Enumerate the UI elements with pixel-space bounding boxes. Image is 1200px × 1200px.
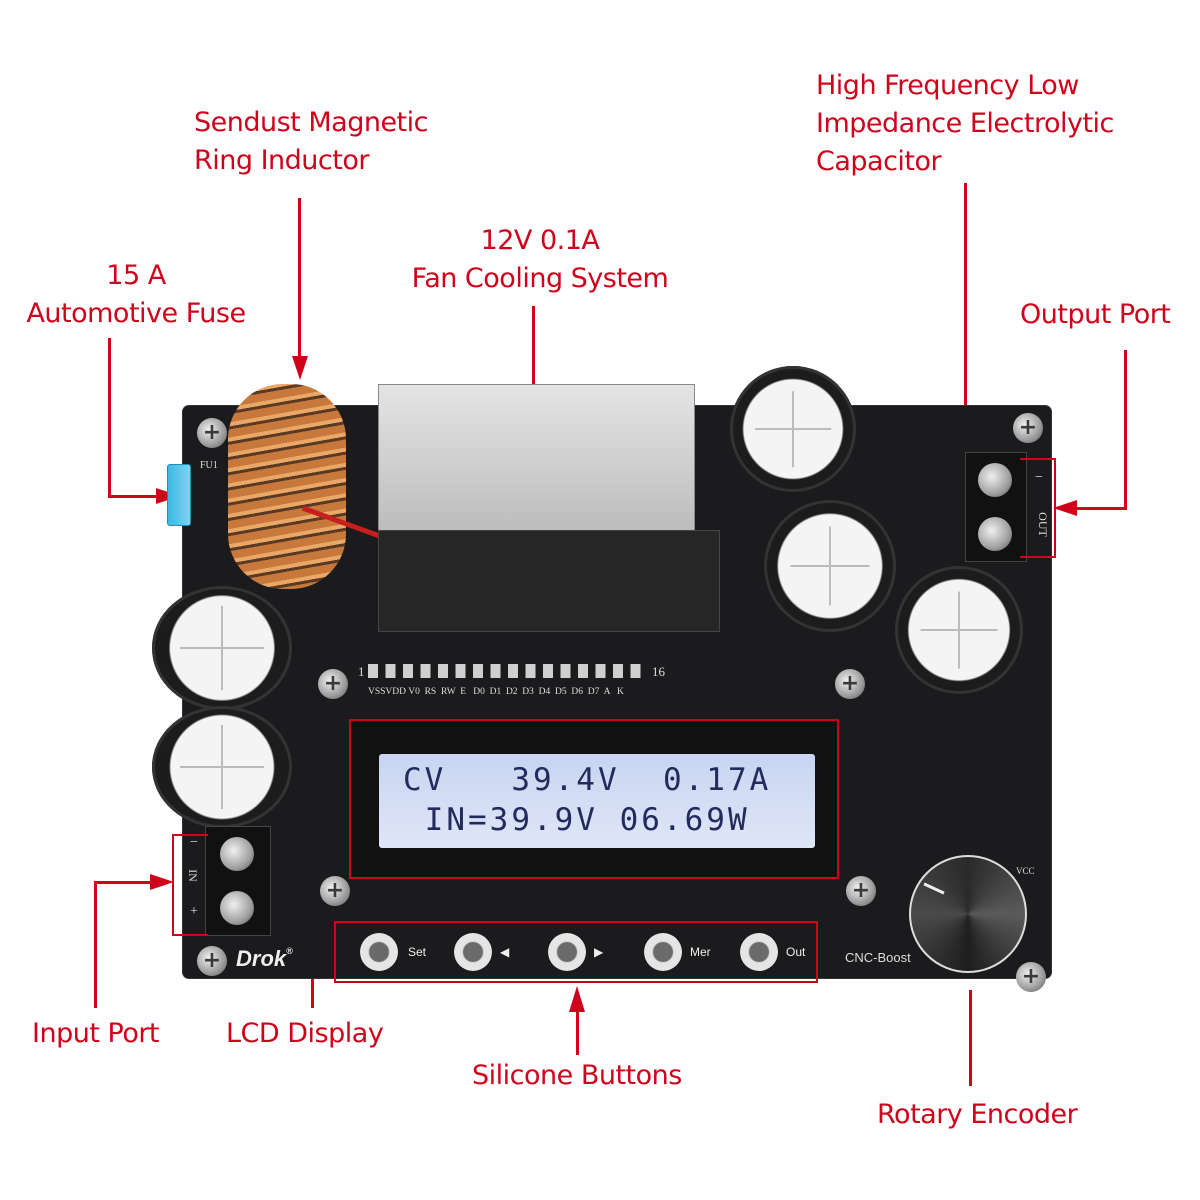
lcd-screw-icon [318,669,348,699]
capacitor-label-line1: High Frequency Low [816,70,1079,101]
electrolytic-capacitor-icon [764,500,896,632]
brand-registered-mark: ® [286,946,293,956]
lcd-pin-header [368,664,648,678]
set-button-label: Set [408,945,427,959]
input-plus-mark: + [190,904,198,919]
brand-logo: Drok® [236,946,293,972]
right-button[interactable] [548,933,586,971]
output-port-leader-line-horizontal [1075,507,1127,510]
fuse-label-line1: 15 A [106,260,166,291]
input-terminal-block[interactable] [205,826,271,936]
fuse-callout-label: 15 A Automotive Fuse [5,257,267,333]
terminal-screw-icon [220,891,254,925]
model-silkscreen: CNC-Boost [845,950,911,965]
electrolytic-capacitor-icon [895,566,1023,694]
inductor-label-line1: Sendust Magnetic [194,107,429,138]
mounting-screw-icon [1016,962,1046,992]
fan-label-line1: 12V 0.1A [480,225,600,256]
fuse-leader-line-vertical [108,338,111,498]
output-port-callout-label: Output Port [1020,299,1171,330]
capacitor-callout-label: High Frequency Low Impedance Electrolyti… [816,67,1114,181]
input-port-arrow-icon [150,874,174,890]
mounting-screw-icon [1013,413,1043,443]
heatsink-icon [378,384,695,544]
lcd-pin-first: 1 [358,664,365,679]
inductor-callout-label: Sendust Magnetic Ring Inductor [194,104,429,180]
brand-name: Drok [236,946,287,971]
encoder-callout-label: Rotary Encoder [877,1099,1078,1130]
header-vcc-silkscreen: VCC [1016,866,1035,876]
left-button[interactable] [454,933,492,971]
input-minus-mark: − [190,835,198,850]
input-port-highlight [172,834,208,936]
rotary-encoder-knob[interactable] [909,855,1027,973]
fan-leader-line [532,306,535,446]
electrolytic-capacitor-icon [152,586,292,710]
output-name-mark: OUT [1035,512,1050,537]
set-button[interactable] [360,933,398,971]
lcd-screw-icon [835,669,865,699]
button-panel: Set ◀ ▶ Mer Out [334,921,818,983]
inductor-arrow-icon [292,356,308,380]
fuse-ref-silkscreen: FU1 [200,460,218,471]
lcd-screw-icon [846,876,876,906]
buttons-arrow-icon [569,986,585,1012]
capacitor-label-line2: Impedance Electrolytic [816,108,1114,139]
lcd-row-1: CV 39.4V 0.17A [403,762,772,798]
blade-fuse-icon [167,464,191,526]
output-minus-mark: − [1035,470,1043,485]
input-name-mark: IN [185,869,200,882]
capacitor-label-line3: Capacitor [816,146,942,177]
mounting-screw-icon [197,946,227,976]
lcd-module: CV 39.4V 0.17A IN=39.9V 06.69W [349,719,839,879]
output-port-arrow-icon [1053,500,1077,516]
toroidal-inductor-icon [228,384,346,589]
buttons-leader-line [576,1010,579,1055]
lcd-row-2: IN=39.9V 06.69W [403,802,750,838]
memory-button-label: Mer [690,945,711,959]
output-terminal-block[interactable] [965,452,1027,562]
inductor-leader-line [298,198,301,368]
knob-indicator-icon [923,882,945,895]
cooling-fan-icon [378,530,720,632]
electrolytic-capacitor-icon [730,366,856,492]
capacitor-leader-line [964,183,967,583]
input-port-leader-line-horizontal [94,881,154,884]
output-port-highlight [1020,458,1056,558]
lcd-callout-label: LCD Display [226,1018,384,1049]
lcd-screw-icon [320,876,350,906]
left-arrow-icon: ◀ [500,945,510,959]
right-arrow-icon: ▶ [594,945,604,959]
terminal-screw-icon [978,463,1012,497]
terminal-screw-icon [220,837,254,871]
encoder-leader-line [969,990,972,1086]
fan-callout-label: 12V 0.1A Fan Cooling System [385,222,695,298]
input-port-leader-line-vertical [94,883,97,1008]
inductor-label-line2: Ring Inductor [194,145,369,176]
fuse-leader-line-horizontal [108,495,160,498]
output-port-leader-line-vertical [1124,350,1127,510]
lcd-pin-last: 16 [652,664,665,679]
lcd-pin-names: VSSVDD V0 RS RW E D0 D1 D2 D3 D4 D5 D6 D… [368,687,624,697]
electrolytic-capacitor-icon [152,706,292,828]
input-port-callout-label: Input Port [32,1018,160,1049]
fan-label-line2: Fan Cooling System [411,263,669,294]
output-button-label: Out [786,945,806,959]
buttons-callout-label: Silicone Buttons [472,1060,682,1091]
memory-button[interactable] [644,933,682,971]
terminal-screw-icon [978,517,1012,551]
fuse-label-line2: Automotive Fuse [26,298,246,329]
lcd-screen: CV 39.4V 0.17A IN=39.9V 06.69W [379,754,815,848]
output-toggle-button[interactable] [740,933,778,971]
mounting-screw-icon [197,418,227,448]
